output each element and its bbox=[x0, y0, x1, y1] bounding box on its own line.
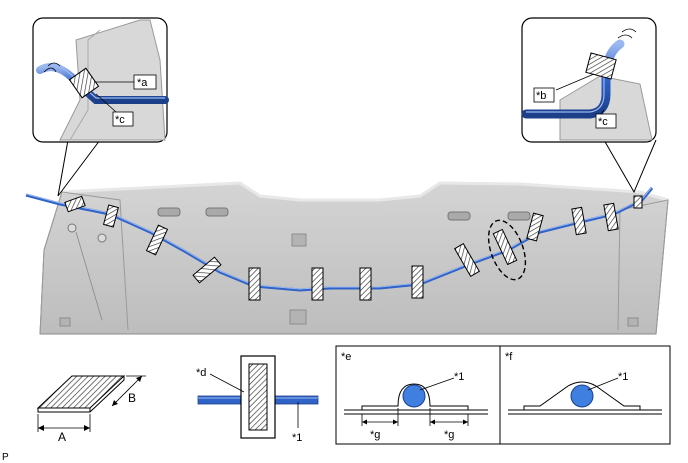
tape bbox=[453, 242, 481, 278]
tape bbox=[248, 267, 261, 301]
harness-tapes bbox=[64, 195, 643, 301]
callout-g-e-right: *g bbox=[444, 429, 454, 441]
tape bbox=[633, 195, 643, 209]
headliner-panel bbox=[39, 181, 669, 335]
callout-c-left: *c bbox=[115, 114, 125, 126]
callout-d: *d bbox=[196, 367, 206, 379]
highlight-circle bbox=[487, 219, 527, 281]
cross-section-panels bbox=[335, 345, 671, 445]
tape bbox=[603, 202, 619, 232]
callout-c-right-box bbox=[595, 113, 617, 129]
callout-b: *b bbox=[536, 90, 546, 102]
tape-dimension-diagram bbox=[36, 375, 146, 432]
callout-b-box bbox=[533, 87, 555, 103]
tape bbox=[359, 267, 372, 301]
tape bbox=[411, 265, 424, 299]
tape bbox=[64, 195, 86, 213]
tape bbox=[311, 267, 324, 301]
callout-c-left-box bbox=[112, 111, 134, 127]
corner-mark: P bbox=[2, 452, 9, 463]
right-detail-inset bbox=[521, 17, 657, 194]
tape bbox=[492, 228, 518, 266]
tape bbox=[526, 212, 544, 242]
wire-harness bbox=[25, 186, 654, 292]
callout-e: *e bbox=[341, 351, 351, 363]
callout-a-box bbox=[133, 74, 157, 90]
callout-f: *f bbox=[505, 351, 513, 363]
callout-1-e: *1 bbox=[454, 371, 464, 383]
callout-c-right: *c bbox=[598, 116, 608, 128]
callout-1-d: *1 bbox=[292, 432, 302, 444]
dimension-a-label: A bbox=[58, 430, 66, 444]
tape bbox=[192, 256, 222, 284]
left-detail-inset bbox=[32, 17, 169, 197]
dimension-b-label: B bbox=[128, 391, 136, 405]
tape bbox=[102, 204, 120, 228]
tape bbox=[145, 224, 169, 256]
tape bbox=[571, 206, 587, 236]
tape-position-diagram bbox=[197, 355, 319, 439]
callout-1-f: *1 bbox=[618, 371, 628, 383]
callout-a: *a bbox=[137, 77, 148, 89]
callout-g-e-left: *g bbox=[370, 429, 380, 441]
